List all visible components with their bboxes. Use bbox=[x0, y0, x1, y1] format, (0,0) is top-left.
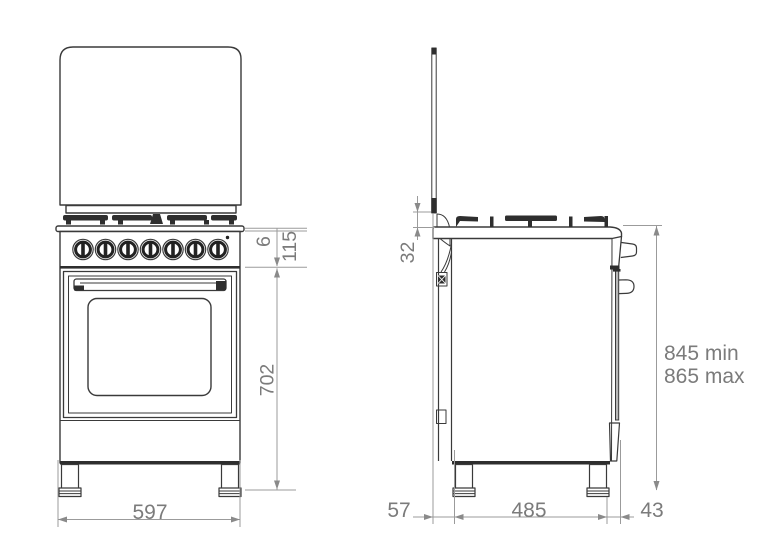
control-knob bbox=[139, 238, 162, 261]
dim-label-rear-clearance: 57 bbox=[387, 499, 410, 522]
front-view: 6 115 702 597 bbox=[55, 46, 307, 527]
dim-label-oven-height: 702 bbox=[257, 364, 279, 397]
lid-hinge-strip bbox=[65, 204, 237, 214]
oven-door bbox=[62, 270, 238, 419]
gas-valve-block bbox=[436, 272, 448, 287]
indicator-dot bbox=[225, 235, 230, 240]
dim-label-hob-edge: 6 bbox=[253, 236, 275, 247]
foot-side-front bbox=[586, 463, 610, 498]
cooker-front-side bbox=[608, 236, 638, 462]
dim-pan-support: 32 bbox=[397, 196, 435, 263]
dim-overall-height: 845 min 865 max bbox=[623, 225, 745, 491]
dim-label-overall-width: 597 bbox=[132, 501, 167, 524]
lid-hinge-bracket bbox=[436, 213, 450, 228]
oven-door-side bbox=[613, 269, 621, 421]
dim-overall-width: 597 bbox=[57, 460, 241, 527]
oven-door-handle bbox=[73, 278, 227, 292]
knob-profile bbox=[620, 241, 638, 259]
lid-side bbox=[431, 47, 437, 214]
foot-side-back bbox=[452, 463, 476, 498]
control-knob bbox=[94, 238, 117, 261]
storage-drawer bbox=[60, 420, 240, 465]
pan-supports-side bbox=[456, 215, 608, 227]
control-knob bbox=[117, 238, 139, 261]
worktop-side bbox=[432, 226, 623, 240]
side-view: 32 845 min 865 max 57 485 43 bbox=[387, 47, 745, 524]
hob-edge bbox=[55, 225, 245, 233]
cooker-back-side bbox=[436, 238, 453, 461]
dim-label-front-overhang: 43 bbox=[640, 499, 663, 522]
dim-depth-chain: 57 485 43 bbox=[387, 214, 664, 524]
dim-label-height-max: 865 max bbox=[664, 365, 745, 388]
burner-grates-front bbox=[63, 214, 237, 225]
control-knob bbox=[207, 238, 229, 261]
oven-window bbox=[87, 297, 212, 397]
dim-label-pan-support: 32 bbox=[397, 242, 419, 264]
control-knob bbox=[184, 238, 207, 261]
dim-label-panel-height: 115 bbox=[279, 231, 301, 262]
control-knobs bbox=[72, 238, 229, 261]
foot-front-right bbox=[218, 463, 242, 498]
dim-label-feet-depth: 485 bbox=[511, 499, 546, 522]
dim-oven-height: 702 bbox=[245, 268, 296, 491]
door-handle-side bbox=[618, 279, 635, 295]
control-knob bbox=[162, 238, 184, 261]
door-bottom-bracket bbox=[608, 422, 621, 462]
control-panel bbox=[60, 235, 240, 269]
rear-cover-plate bbox=[436, 409, 447, 424]
body-bottom-side bbox=[452, 461, 610, 465]
lid-front bbox=[59, 46, 242, 206]
dim-label-height-min: 845 min bbox=[664, 342, 739, 365]
dim-hob-edge-and-panel: 6 115 bbox=[245, 227, 307, 268]
control-knob bbox=[72, 238, 94, 261]
foot-front-left bbox=[58, 463, 82, 498]
